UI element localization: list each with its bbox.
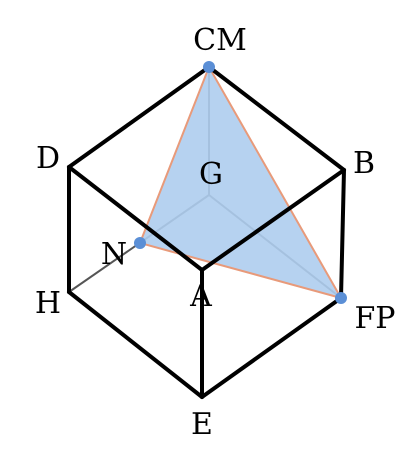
label-cm: CM — [193, 23, 247, 58]
label-fp: FP — [354, 301, 395, 336]
edge-cm-b — [207, 65, 346, 172]
label-g: G — [199, 157, 223, 192]
label-h: H — [35, 286, 61, 321]
label-b: B — [353, 146, 375, 181]
label-e: E — [191, 407, 213, 442]
edge-h-e — [67, 290, 204, 399]
point-fp — [335, 292, 347, 304]
label-a: A — [189, 279, 212, 314]
edge-b-fp — [339, 168, 346, 300]
edge-b-a — [200, 168, 346, 272]
label-n: N — [101, 237, 127, 272]
edge-d-a — [67, 165, 204, 272]
shaded-triangle — [138, 64, 344, 300]
edge-cm-d — [67, 65, 211, 169]
point-n — [134, 237, 146, 249]
edge-e-fp — [200, 296, 343, 399]
point-cm — [203, 61, 215, 73]
label-d: D — [36, 141, 60, 176]
